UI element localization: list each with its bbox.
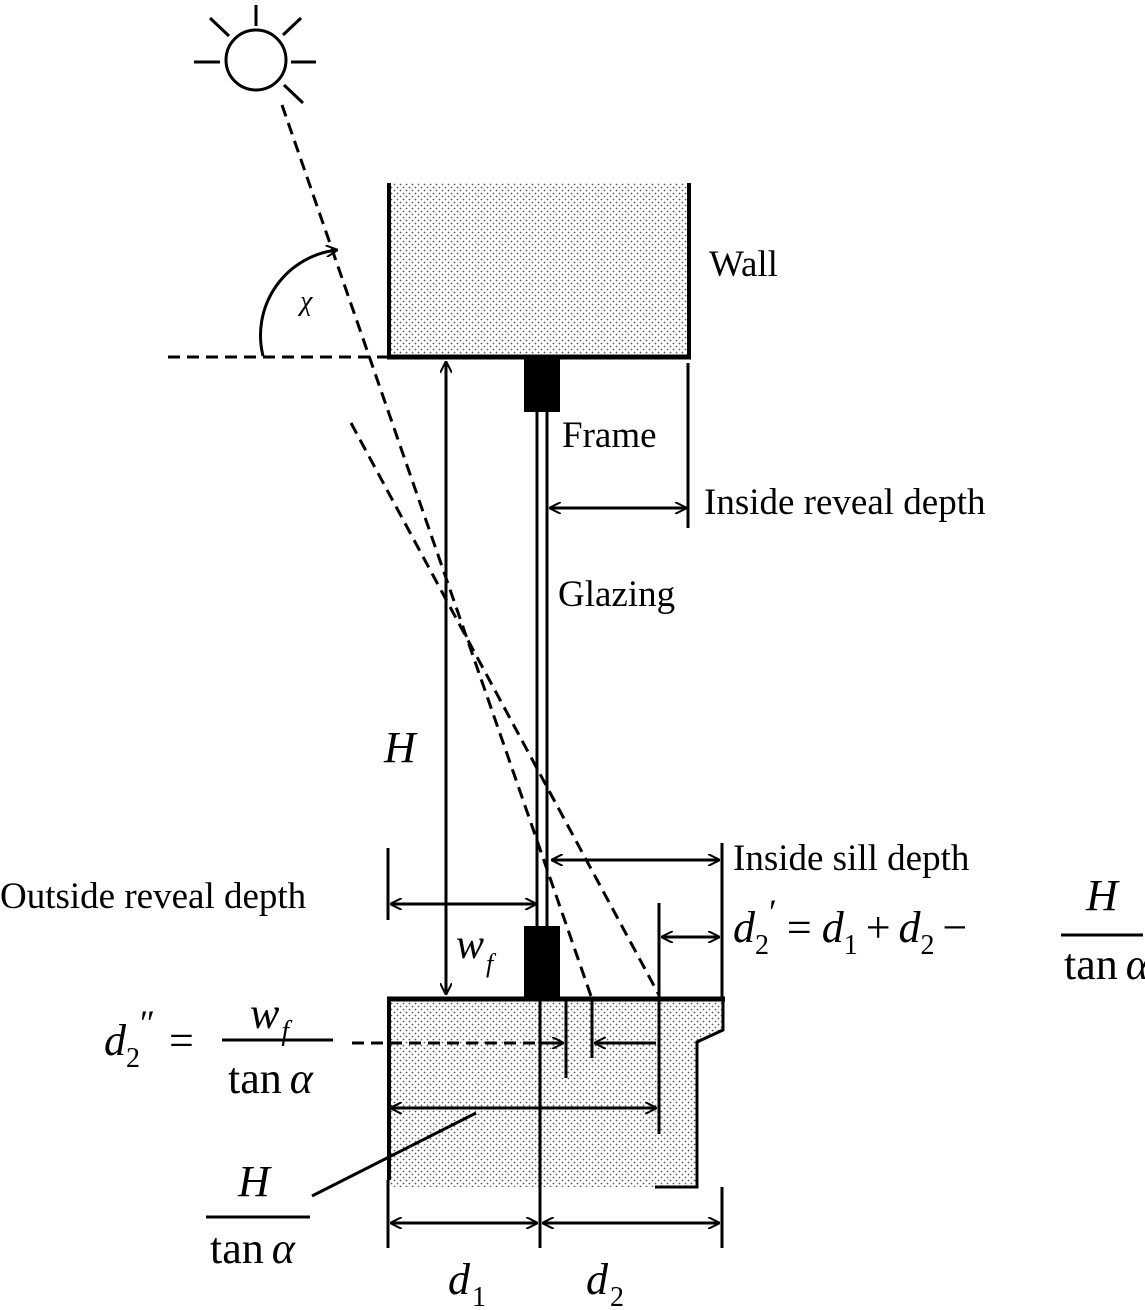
fraction-bars bbox=[206, 933, 1143, 1219]
svg-text:wf: wf bbox=[250, 989, 292, 1047]
reference-lines bbox=[386, 363, 724, 1248]
d1-symbol: d1 bbox=[448, 1255, 486, 1310]
inside-sill-label: Inside sill depth bbox=[733, 838, 970, 879]
svg-text:H: H bbox=[237, 1157, 272, 1206]
wall-label: Wall bbox=[709, 244, 778, 285]
svg-text:H: H bbox=[1085, 871, 1120, 920]
angle-symbol: χ bbox=[297, 286, 313, 317]
glazing-label: Glazing bbox=[558, 574, 675, 615]
height-symbol: H bbox=[383, 723, 418, 772]
top-frame bbox=[524, 357, 560, 412]
glazing-pane bbox=[535, 412, 549, 926]
inside-reveal-label: Inside reveal depth bbox=[704, 482, 986, 523]
frame-width-symbol: wf bbox=[456, 922, 497, 978]
frame-label: Frame bbox=[562, 415, 657, 456]
dimension-arrows bbox=[391, 362, 719, 1223]
upper-wall bbox=[387, 183, 691, 360]
d2-symbol: d2 bbox=[586, 1255, 624, 1310]
angle-arc bbox=[259, 250, 337, 357]
outside-reveal-label: Outside reveal depth bbox=[0, 876, 307, 917]
lower-wall-sill bbox=[387, 996, 725, 1189]
sun-icon bbox=[194, 5, 316, 105]
bottom-frame bbox=[524, 926, 560, 999]
svg-text:d2′=d1+d2−: d2′=d1+d2− bbox=[733, 892, 967, 961]
svg-text:d2″=: d2″= bbox=[104, 1003, 194, 1074]
leader-line bbox=[311, 1111, 477, 1198]
